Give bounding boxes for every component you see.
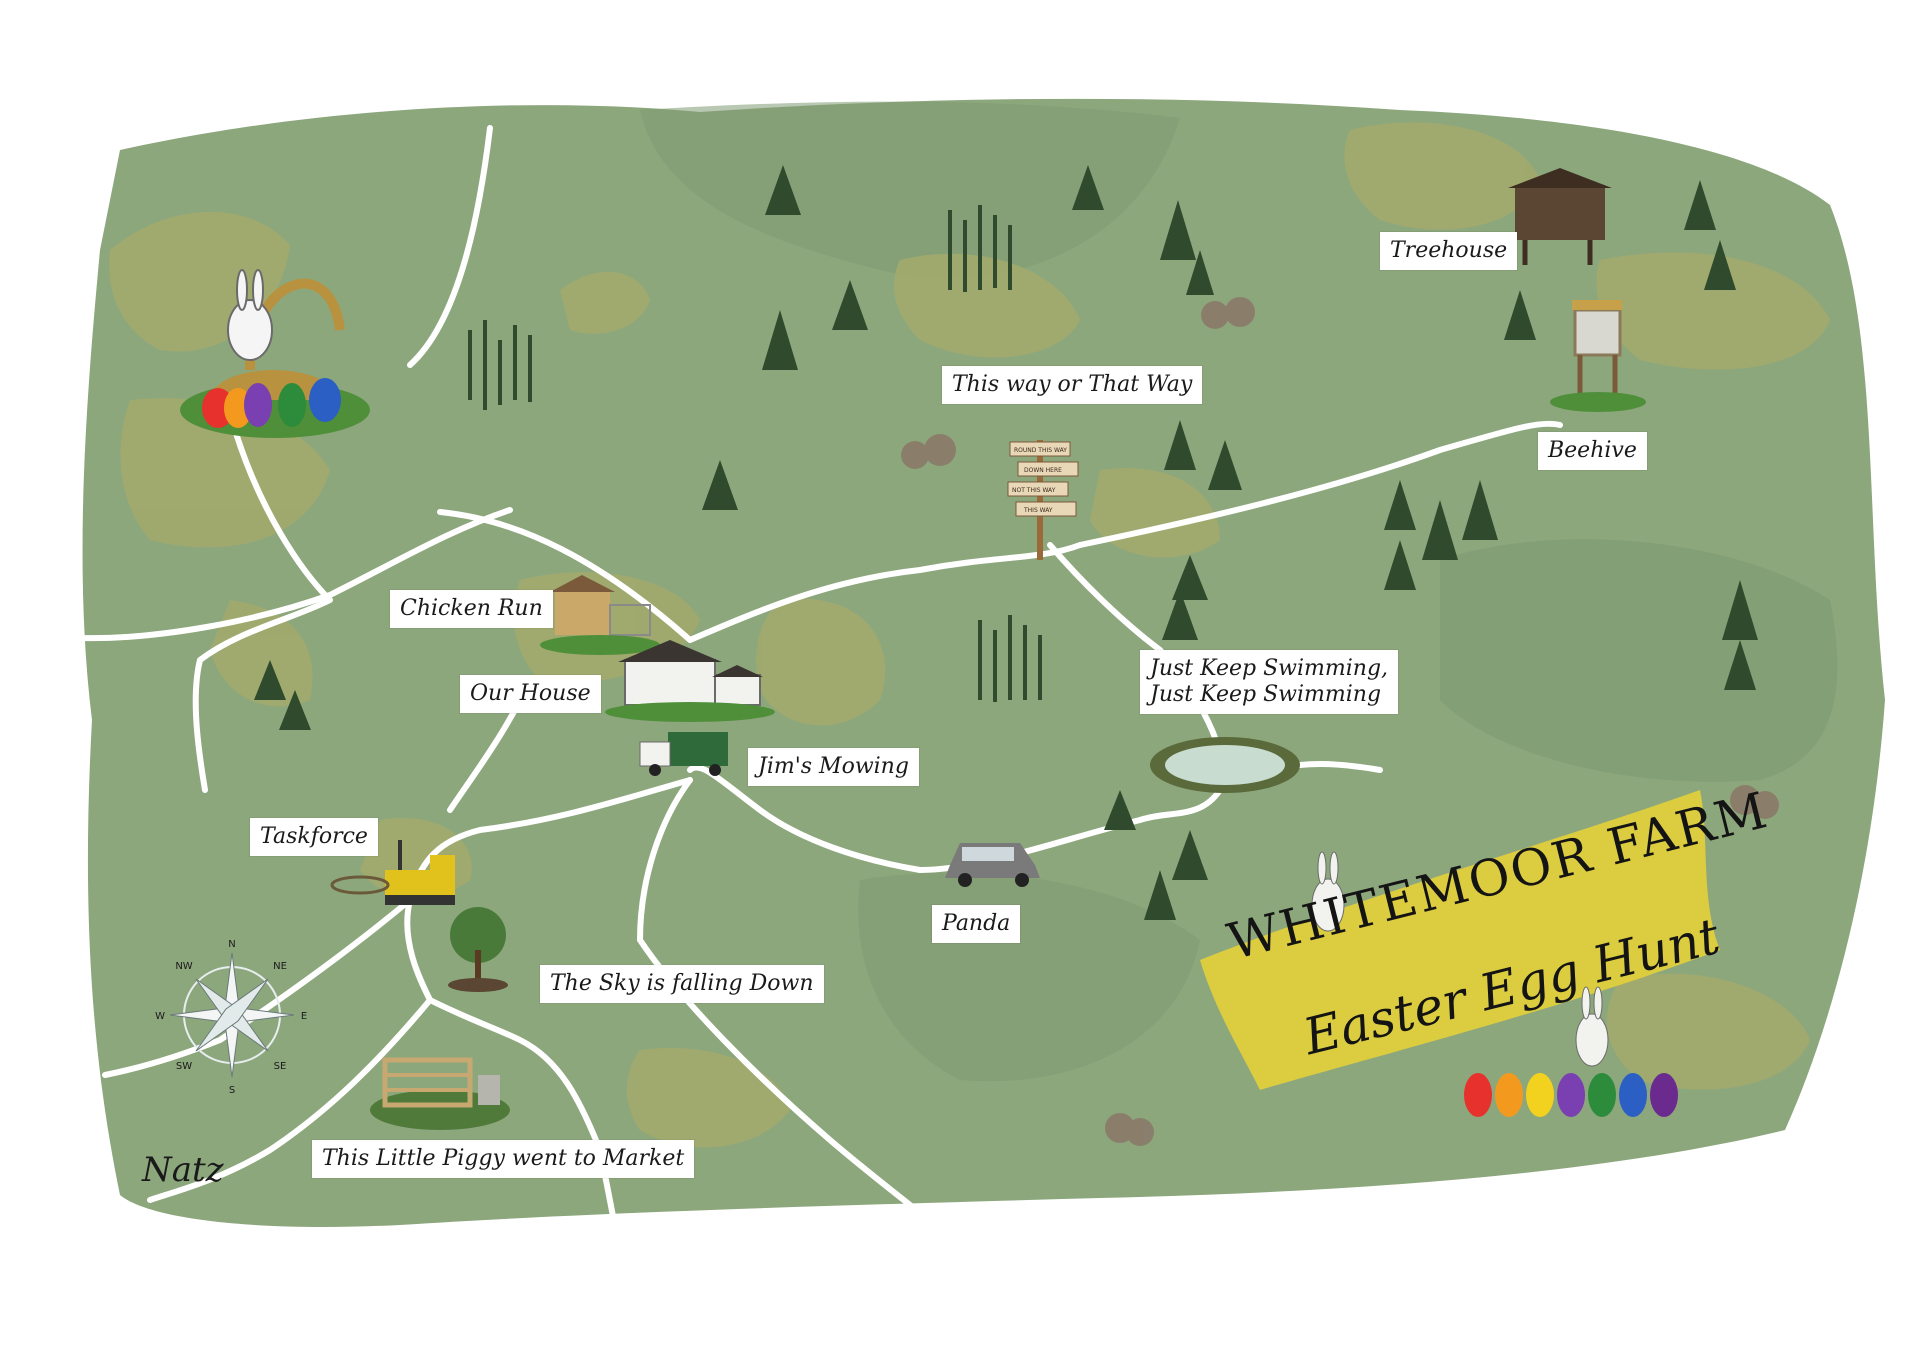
signpost-icon (1007, 440, 1079, 560)
label-beehive: Beehive (1538, 432, 1647, 470)
title-egg (1495, 1073, 1523, 1117)
signpost-text-1: ROUND THIS WAY (1014, 447, 1067, 454)
pine-trees (254, 165, 1758, 920)
compass-w: W (155, 1011, 165, 1022)
mowing-van-icon (639, 732, 728, 776)
label-swimming-line-1: Just Keep Swimming, (1150, 656, 1389, 681)
bare-trees (901, 297, 1779, 1146)
signpost-text-2: DOWN HERE (1024, 467, 1062, 474)
compass-icon: N NE E SE S SW W NW (155, 939, 307, 1096)
thin-trees (468, 205, 1042, 702)
farmhouse-icon (605, 640, 775, 722)
label-swimming-line-2: Just Keep Swimming (1150, 682, 1382, 707)
label-just-keep-swimming: Just Keep Swimming, Just Keep Swimming (1140, 650, 1399, 714)
pond-icon (1150, 737, 1300, 793)
title-egg (1557, 1073, 1585, 1117)
compass-e: E (301, 1011, 307, 1022)
label-piggy: This Little Piggy went to Market (312, 1140, 695, 1178)
compass-s: S (229, 1085, 235, 1096)
title-egg (1588, 1073, 1616, 1117)
signpost-text-4: THIS WAY (1023, 507, 1053, 514)
title-egg (1619, 1073, 1647, 1117)
compass-n: N (228, 939, 235, 950)
title-egg (1650, 1073, 1678, 1117)
digger-icon (330, 840, 455, 905)
title-egg (1464, 1073, 1492, 1117)
easter-basket-icon (180, 269, 370, 438)
label-jims-mowing: Jim's Mowing (748, 748, 919, 786)
label-this-way: This way or That Way (942, 366, 1203, 404)
title-eggs-icon (1464, 1073, 1678, 1117)
signpost-text-3: NOT THIS WAY (1012, 487, 1056, 494)
label-panda: Panda (932, 905, 1021, 943)
title-rabbit-icon (1311, 851, 1345, 932)
tree-sky-falling-icon (448, 907, 508, 992)
label-taskforce: Taskforce (250, 818, 378, 856)
chicken-run-icon (540, 575, 660, 655)
compass-sw: SW (176, 1061, 192, 1072)
treehouse-icon (1508, 168, 1612, 265)
compass-ne: NE (273, 961, 287, 972)
beehive-icon (1550, 300, 1646, 412)
title-egg (1526, 1073, 1554, 1117)
title-banner (1200, 790, 1720, 1090)
label-chicken-run: Chicken Run (390, 590, 553, 628)
label-our-house: Our House (460, 675, 601, 713)
gate-icon (370, 1057, 510, 1130)
compass-nw: NW (175, 961, 192, 972)
artist-signature: Natz (142, 1150, 224, 1190)
label-treehouse: Treehouse (1380, 232, 1518, 270)
label-sky-falling: The Sky is falling Down (540, 965, 824, 1003)
title-rabbit-icon-2 (1575, 986, 1609, 1067)
car-icon (945, 843, 1040, 887)
compass-se: SE (274, 1061, 287, 1072)
